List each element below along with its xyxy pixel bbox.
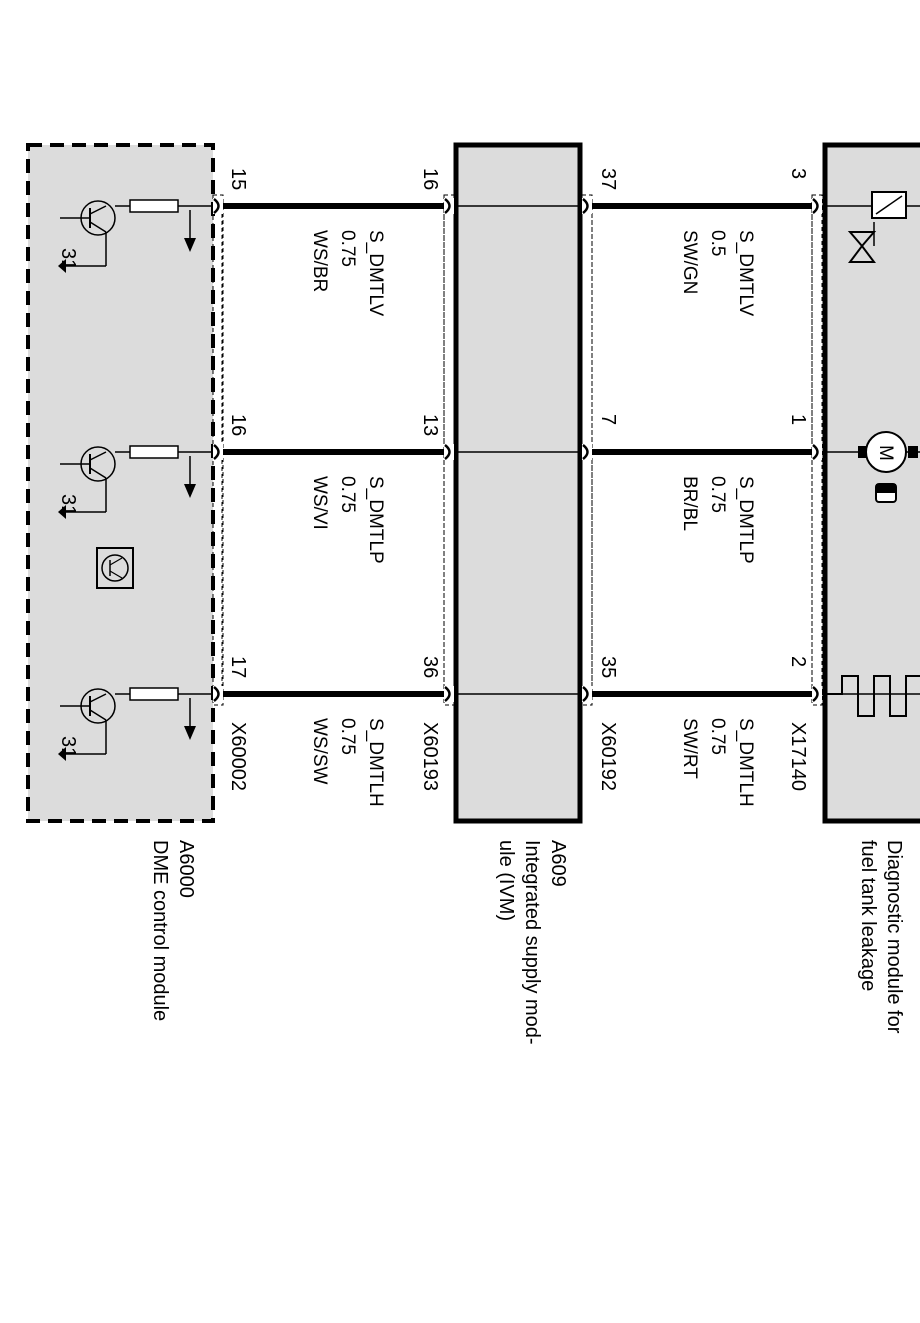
wire-right-label-1-size: 0.75 <box>707 476 728 513</box>
ivm-module-id: A609 <box>547 840 569 887</box>
pin-x60193-2 <box>444 686 454 702</box>
diagnostic-module-box <box>822 142 920 824</box>
valve-icon <box>847 191 907 263</box>
transistor-icon <box>60 200 116 236</box>
pin-number-ivm_right: 7 <box>597 414 619 425</box>
motor-icon: M <box>858 431 918 503</box>
components-layer: M <box>58 191 920 761</box>
arrow-icon <box>184 456 196 498</box>
wire-left-label-0-color: WS/BR <box>309 230 330 292</box>
pulse-waveform-icon <box>822 675 920 717</box>
transistor-icon <box>60 688 116 724</box>
connector-label-x17140: X17140 <box>787 722 809 791</box>
pin-x17140-1 <box>812 444 822 460</box>
wire-left-label-0-signal: S_DMTLV <box>365 230 386 317</box>
diagnostic-module-subtitle: fuel tank leakage <box>857 840 879 991</box>
wire-left-label-1-size: 0.75 <box>337 476 358 513</box>
transistor-icon <box>60 446 116 482</box>
pin-x60193-0 <box>444 198 454 214</box>
pin-number-dme: 16 <box>227 414 249 436</box>
pin-number-diagnostic: 3 <box>787 168 809 179</box>
wire-right-label-2-color: SW/RT <box>679 718 700 779</box>
arrow-icon <box>184 210 196 252</box>
pin-x60192-0 <box>582 198 592 214</box>
pin-x17140-0 <box>812 198 822 214</box>
wire-right-label-1-color: BR/BL <box>679 476 700 531</box>
pin-number-diagnostic: 2 <box>787 656 809 667</box>
pin-x60192-1 <box>582 444 592 460</box>
dme-output-stage-2 <box>58 687 196 761</box>
connector-label-x60193: X60193 <box>419 722 441 791</box>
wire-right-label-1-signal: S_DMTLP <box>735 476 756 564</box>
pin-number-ivm_right: 37 <box>597 168 619 190</box>
resistor-icon <box>129 445 179 459</box>
wire-left-label-0-size: 0.75 <box>337 230 358 267</box>
diagnostic-module-title: Diagnostic module for <box>883 840 905 1034</box>
ground-label: 31 <box>57 248 79 270</box>
resistor-icon <box>129 687 179 701</box>
dme-module-title: DME control module <box>149 840 171 1021</box>
ground-label: 31 <box>57 736 79 758</box>
pin-number-dme: 17 <box>227 656 249 678</box>
shield-transistor-icon <box>96 547 134 589</box>
pin-x60192-2 <box>582 686 592 702</box>
motor-label: M <box>875 445 896 461</box>
wire-right-label-0-size: 0.5 <box>707 230 728 256</box>
wire-right-label-2-signal: S_DMTLH <box>735 718 756 807</box>
connector-label-x60192: X60192 <box>597 722 619 791</box>
ground-icon <box>58 747 66 761</box>
pin-number-dme: 15 <box>227 168 249 190</box>
pin-number-ivm_left: 13 <box>419 414 441 436</box>
ivm-module-title: Integrated supply mod- <box>521 840 543 1045</box>
dme-module-id: A6000 <box>175 840 197 898</box>
arrow-icon <box>184 698 196 740</box>
ivm-module-box <box>453 142 583 824</box>
ground-label: 31 <box>57 494 79 516</box>
ground-icon <box>58 505 66 519</box>
wire-left-label-2-size: 0.75 <box>337 718 358 755</box>
ground-icon <box>58 259 66 273</box>
pin-x60002-1 <box>213 444 223 460</box>
wire-left-label-1-color: WS/VI <box>309 476 330 530</box>
wire-left-label-2-color: WS/SW <box>309 718 330 785</box>
pin-x60002-2 <box>213 686 223 702</box>
wire-right-label-2-size: 0.75 <box>707 718 728 755</box>
wires-layer <box>185 198 920 702</box>
pin-x17140-2 <box>812 686 822 702</box>
wire-right-label-0-signal: S_DMTLV <box>735 230 756 317</box>
resistor-icon <box>129 199 179 213</box>
wire-left-label-2-signal: S_DMTLH <box>365 718 386 807</box>
pin-x60002-0 <box>213 198 223 214</box>
pin-number-ivm_right: 35 <box>597 656 619 678</box>
dme-control-module-box <box>26 143 215 823</box>
wire-left-label-1-signal: S_DMTLP <box>365 476 386 564</box>
pin-x60193-1 <box>444 444 454 460</box>
dme-output-stage-1 <box>58 445 196 519</box>
pin-number-ivm_left: 16 <box>419 168 441 190</box>
dme-output-stage-0 <box>58 199 196 273</box>
pin-number-diagnostic: 1 <box>787 414 809 425</box>
ivm-module-subtitle: ule (IVM) <box>495 840 517 921</box>
connector-label-x60002: X60002 <box>227 722 249 791</box>
wire-right-label-0-color: SW/GN <box>679 230 700 294</box>
pin-number-ivm_left: 36 <box>419 656 441 678</box>
